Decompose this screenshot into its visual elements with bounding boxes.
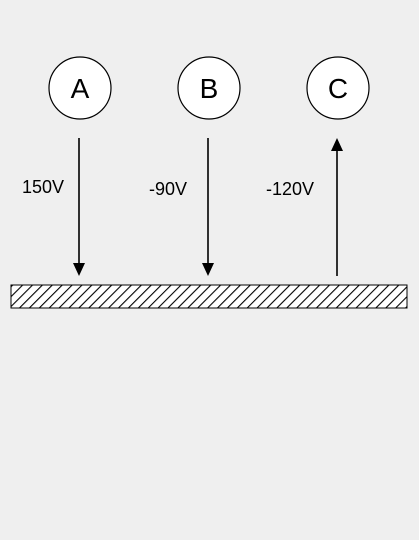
voltage-label-a: 150V — [22, 177, 64, 197]
ground-plane — [10, 284, 408, 309]
node-a: A — [48, 56, 112, 120]
voltage-label-c: -120V — [266, 179, 314, 199]
arrow-c-head — [331, 138, 343, 151]
node-b: B — [177, 56, 241, 120]
arrow-a-head — [73, 263, 85, 276]
node-c-circle — [306, 56, 370, 120]
arrow-a — [73, 138, 85, 276]
node-b-label: B — [200, 73, 219, 104]
node-c-label: C — [328, 73, 348, 104]
voltage-label-b: -90V — [149, 179, 187, 199]
node-a-label: A — [71, 73, 90, 104]
arrow-c — [331, 138, 343, 276]
arrow-b — [202, 138, 214, 276]
node-b-circle — [177, 56, 241, 120]
node-a-circle — [48, 56, 112, 120]
node-c: C — [306, 56, 370, 120]
arrow-b-head — [202, 263, 214, 276]
